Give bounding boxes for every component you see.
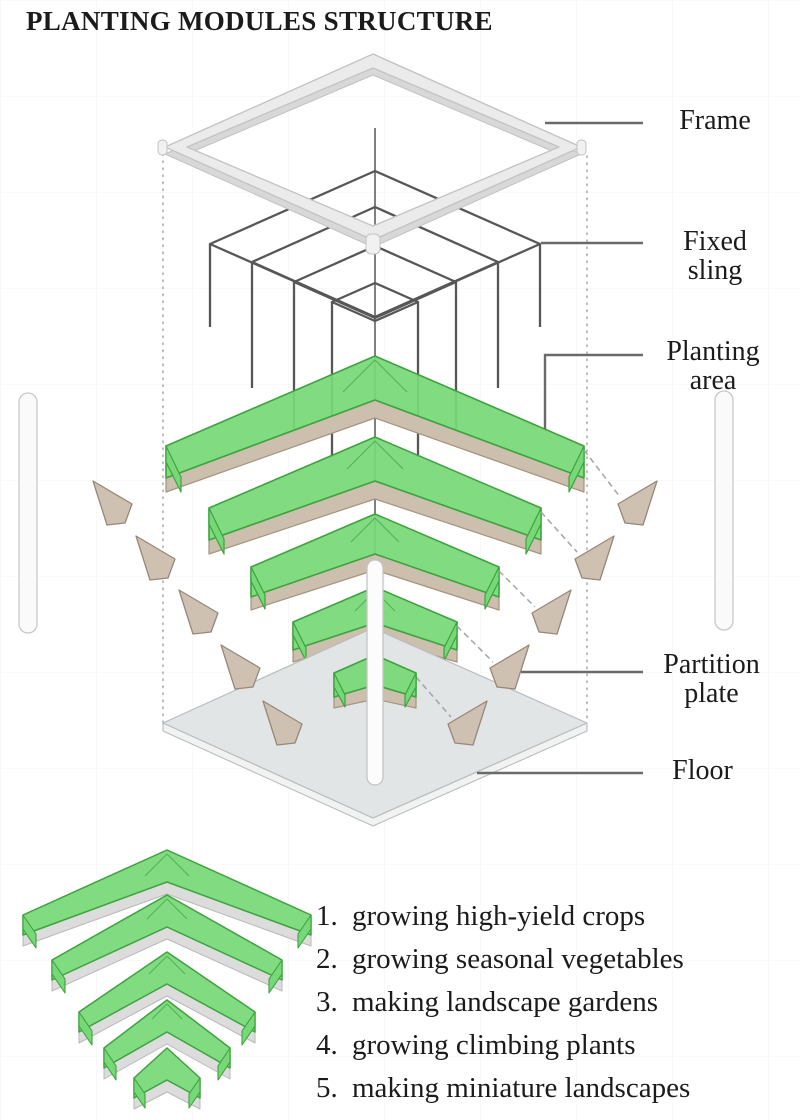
legend-item-1-number: 1.	[316, 900, 338, 932]
projection-dashed-lines	[415, 449, 621, 718]
callout-floor: Floor	[645, 756, 760, 785]
frame-corner-left	[157, 139, 168, 156]
frame-corner-right	[576, 139, 587, 156]
callout-floor-label: Floor	[672, 755, 733, 786]
mini-module-1	[22, 849, 312, 949]
callout-planting-area-line2: area	[689, 365, 737, 396]
partition-plate	[178, 589, 219, 635]
planting-area-2	[208, 436, 542, 555]
callout-planting-area: Planting area	[638, 337, 788, 395]
partition-plate	[531, 589, 572, 635]
partition-plate	[574, 535, 615, 581]
legend-item-2-text: growing seasonal vegetables	[352, 943, 684, 975]
callout-fixed-sling-line2: sling	[687, 255, 743, 286]
mini-module-3	[78, 951, 256, 1046]
callout-partition-plate: Partition plate	[634, 650, 789, 708]
legend-item-3-number: 3.	[316, 986, 338, 1018]
legend-item-2-number: 2.	[316, 943, 338, 975]
leader-lines	[477, 121, 643, 775]
partition-plate	[489, 644, 530, 690]
legend-item-1-text: growing high-yield crops	[352, 900, 646, 932]
pole-left	[18, 392, 38, 634]
partition-plate	[92, 480, 133, 526]
frame-ring	[164, 53, 582, 241]
legend-item-1: 1. growing high-yield crops	[316, 895, 690, 938]
legend-item-4-text: growing climbing plants	[352, 1029, 636, 1061]
callout-planting-area-line1: Planting	[666, 336, 760, 367]
legend-item-3: 3. making landscape gardens	[316, 981, 690, 1024]
legend-item-5: 5. making miniature landscapes	[316, 1067, 690, 1110]
leader-planting-area	[543, 353, 643, 429]
mini-module-5	[133, 1047, 201, 1110]
legend-item-5-number: 5.	[316, 1072, 338, 1104]
planting-area-1	[165, 355, 585, 493]
callout-frame-label: Frame	[679, 105, 751, 136]
callout-fixed-sling-line1: Fixed	[683, 226, 747, 257]
partition-plates-group	[92, 480, 658, 746]
legend-item-5-text: making miniature landscapes	[352, 1072, 691, 1104]
legend-item-3-text: making landscape gardens	[352, 986, 659, 1018]
mini-module-stack	[22, 849, 312, 1110]
mini-module-2	[51, 894, 283, 994]
poles-group	[18, 390, 734, 786]
pole-center	[366, 559, 384, 786]
page-title: PLANTING MODULES STRUCTURE	[26, 6, 493, 36]
legend-item-4-number: 4.	[316, 1029, 338, 1061]
frame-corner-front	[365, 233, 381, 255]
mini-module-4	[103, 999, 231, 1081]
legend-item-4: 4. growing climbing plants	[316, 1024, 690, 1067]
callout-frame: Frame	[645, 106, 785, 135]
partition-plate	[447, 700, 488, 746]
callout-partition-plate-line2: plate	[684, 678, 739, 709]
pole-right	[714, 390, 734, 631]
callout-fixed-sling: Fixed sling	[645, 227, 785, 285]
partition-plate	[262, 700, 303, 746]
partition-plate	[135, 535, 176, 581]
partition-plate	[220, 644, 261, 690]
callout-partition-plate-line1: Partition	[663, 649, 760, 680]
usage-legend: 1. growing high-yield crops 2. growing sea…	[316, 895, 690, 1110]
partition-plate	[617, 480, 658, 526]
frame-group	[157, 53, 587, 255]
legend-item-2: 2. growing seasonal vegetables	[316, 938, 690, 981]
